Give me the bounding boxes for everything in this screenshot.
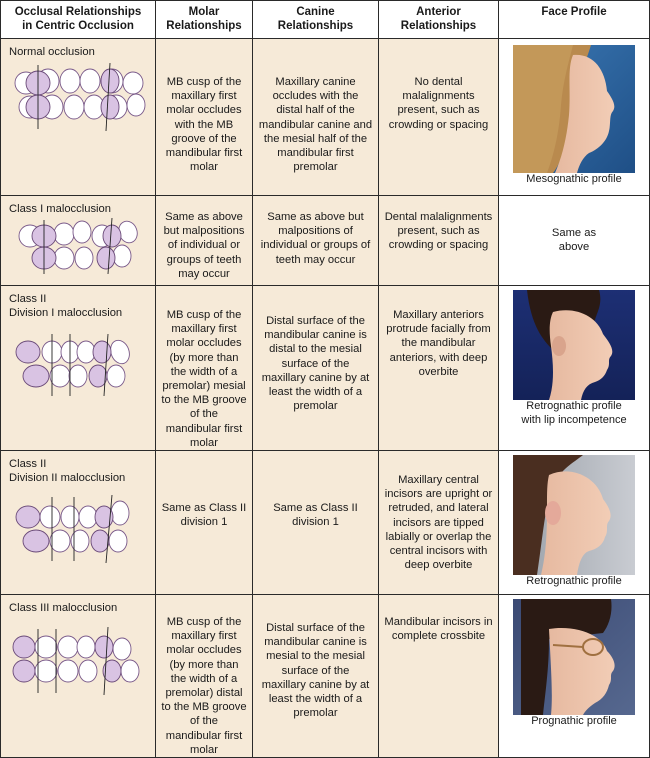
anterior-cell: Maxillary anteriors protrude facially fr… <box>378 284 499 452</box>
dental-arch-diagram <box>12 627 140 696</box>
header-anterior: Anterior Relationships <box>378 0 499 39</box>
face-cell: Same as above <box>498 195 650 286</box>
occlusal-cell: Class II Division I malocclusion <box>0 284 156 452</box>
row-normal-occlusion: Normal occlusion MB cusp of the maxillar… <box>0 38 650 196</box>
occlusal-cell: Class III malocclusion <box>0 594 156 758</box>
dental-arch-diagram <box>15 494 130 564</box>
dental-arch-diagram <box>15 333 130 397</box>
row-class-ii-div-i: Class II Division I malocclusion MB cusp… <box>0 284 650 452</box>
prognathic-profile-photo <box>513 599 635 716</box>
row-label: Class I malocclusion <box>9 203 111 215</box>
row-class-iii: Class III malocclusion MB cusp of the ma… <box>0 594 650 758</box>
dental-arch-diagram <box>18 217 138 275</box>
face-caption: Retrognathic profile <box>526 575 622 588</box>
retrognathic-profile-photo <box>513 455 635 576</box>
canine-cell: Same as above but malpositions of indivi… <box>252 195 379 286</box>
face-cell: Retrognathic profile <box>498 450 650 596</box>
row-label: Class II Division I malocclusion <box>9 293 123 319</box>
occlusal-cell: Class II Division II malocclusion <box>0 450 156 596</box>
header-occlusal: Occlusal Relationships in Centric Occlus… <box>0 0 156 39</box>
face-cell: Mesognathic profile <box>498 38 650 196</box>
molar-cell: Same as Class II division 1 <box>155 450 253 596</box>
molar-cell: MB cusp of the maxillary first molar occ… <box>155 594 253 758</box>
occlusal-cell: Class I malocclusion <box>0 195 156 286</box>
anterior-cell: Mandibular incisors in complete crossbit… <box>378 594 499 758</box>
canine-cell: Maxillary canine occludes with the dista… <box>252 38 379 196</box>
face-caption: Retrognathic profile with lip incompeten… <box>521 400 627 426</box>
canine-cell: Distal surface of the mandibular canine … <box>252 594 379 758</box>
molar-cell: Same as above but malpositions of indivi… <box>155 195 253 286</box>
face-same-text: Same as above <box>551 227 597 254</box>
molar-cell: MB cusp of the maxillary first molar occ… <box>155 38 253 196</box>
face-caption: Mesognathic profile <box>526 173 622 185</box>
dental-arch-diagram <box>14 62 146 132</box>
occlusal-cell: Normal occlusion <box>0 38 156 196</box>
face-cell: Prognathic profile <box>498 594 650 758</box>
row-label: Class III malocclusion <box>9 602 118 615</box>
molar-cell: MB cusp of the maxillary first molar occ… <box>155 284 253 452</box>
row-label: Class II Division II malocclusion <box>9 458 126 485</box>
mesognathic-profile-photo <box>513 45 635 173</box>
anterior-cell: No dental malalignments present, such as… <box>378 38 499 196</box>
row-label: Normal occlusion <box>9 46 95 58</box>
canine-cell: Distal surface of the mandibular canine … <box>252 284 379 452</box>
face-cell: Retrognathic profile with lip incompeten… <box>498 284 650 452</box>
anterior-cell: Maxillary central incisors are upright o… <box>378 450 499 596</box>
face-caption: Prognathic profile <box>531 715 617 728</box>
header-face-profile: Face Profile <box>498 0 650 39</box>
canine-cell: Same as Class II division 1 <box>252 450 379 596</box>
row-class-ii-div-ii: Class II Division II malocclusion Same a… <box>0 450 650 596</box>
header-molar: Molar Relationships <box>155 0 253 39</box>
header-canine: Canine Relationships <box>252 0 379 39</box>
anterior-cell: Dental malalignments present, such as cr… <box>378 195 499 286</box>
header-row: Occlusal Relationships in Centric Occlus… <box>0 0 650 39</box>
row-class-i: Class I malocclusion Same as above but m… <box>0 195 650 286</box>
retrognathic-profile-photo <box>513 290 635 400</box>
